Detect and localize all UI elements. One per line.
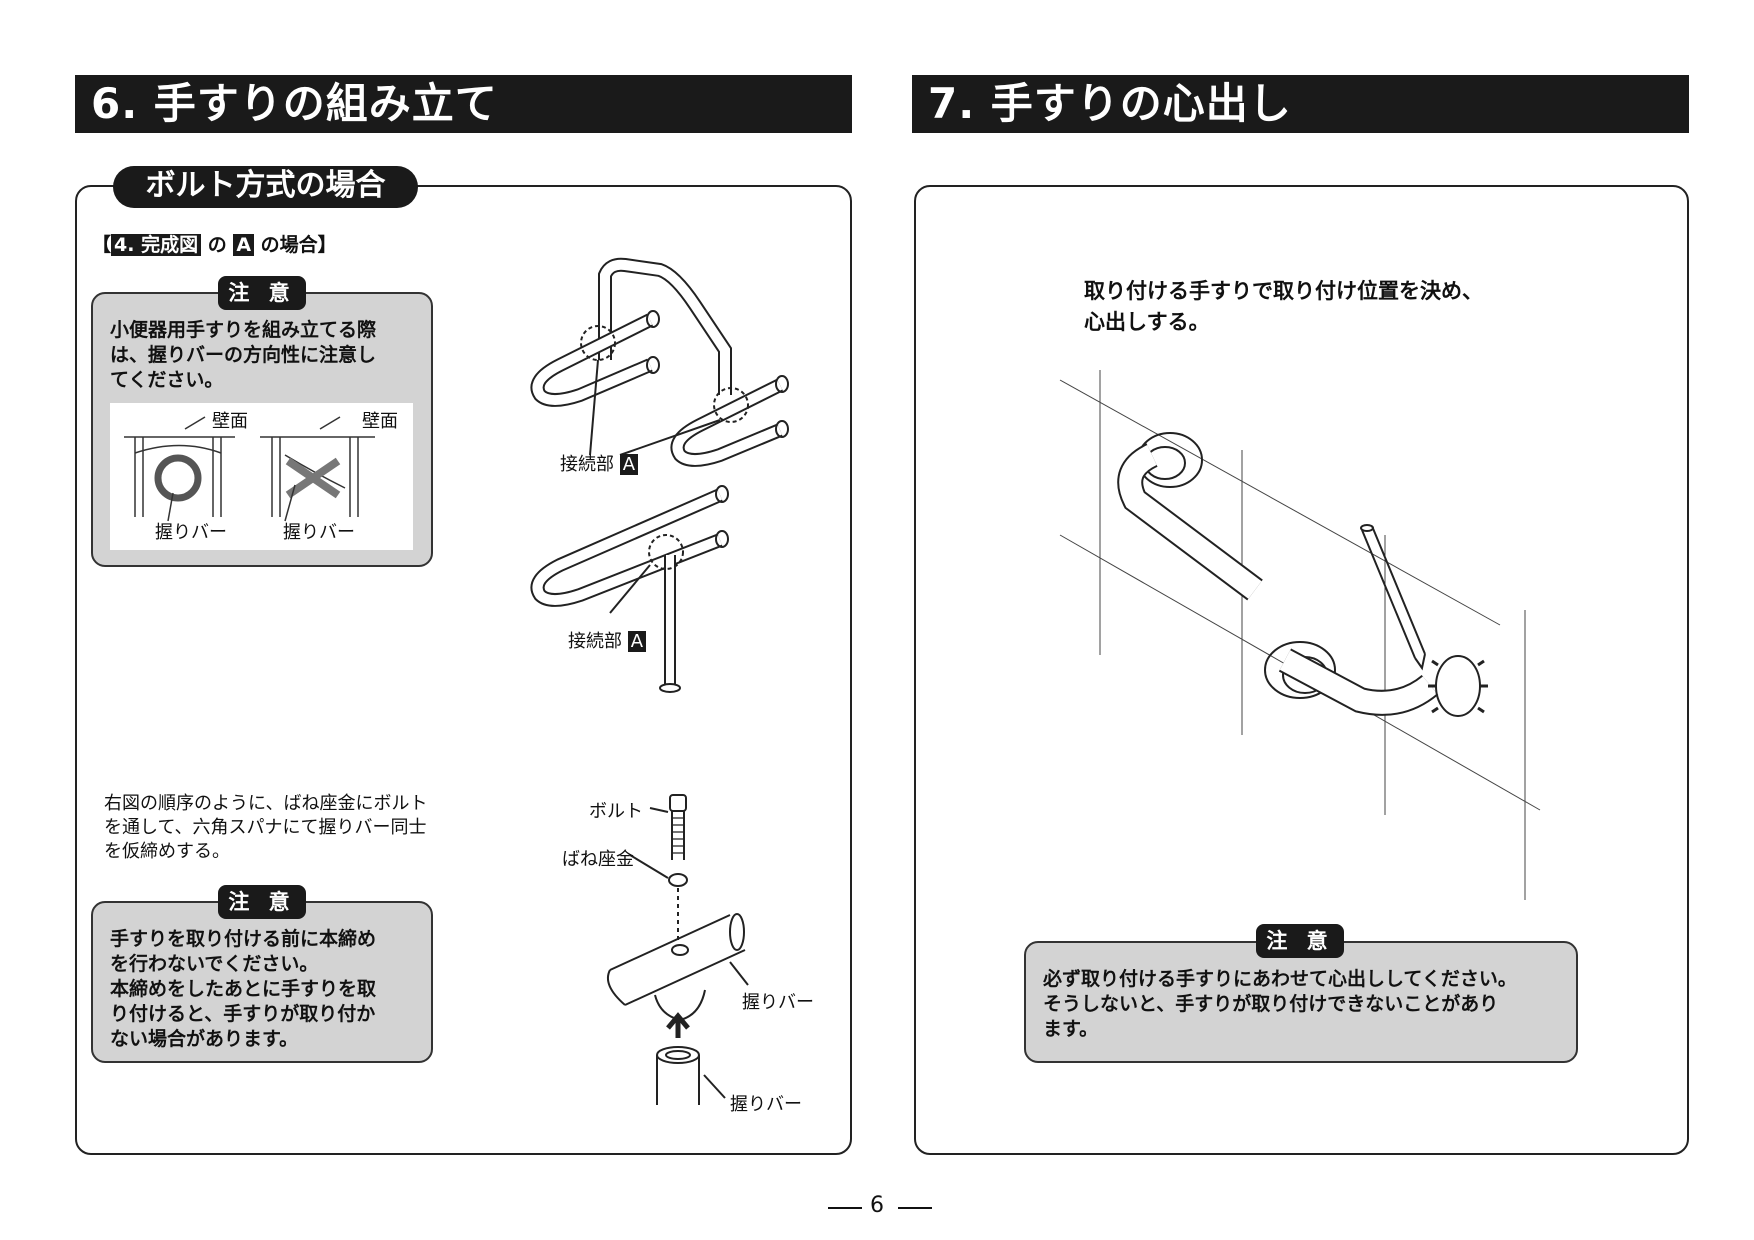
bolt-method-subtitle: ボルト方式の場合 (113, 166, 418, 208)
section-7-panel (914, 185, 1689, 1155)
section-6-panel (75, 185, 852, 1155)
centering-instruction: 取り付ける手すりで取り付け位置を決め、 心出しする。 (1084, 276, 1483, 338)
notice-1-line: 小便器用手すりを組み立てる際 (110, 319, 377, 341)
notice-3-line: ます。 (1043, 1018, 1099, 1040)
joint-mark-2: A (627, 631, 647, 652)
reference-line: 【4. 完成図 の A の場合】 (92, 230, 337, 257)
instruction-line: 右図の順序のように、ばね座金にボルト (104, 793, 428, 814)
wall-label-left: 壁面 (212, 411, 248, 432)
wall-centering-illustration (1059, 370, 1541, 900)
instruction-line: を仮締めする。 (104, 841, 230, 862)
notice-badge-2: 注 意 (218, 885, 306, 919)
notice-badge-1: 注 意 (218, 276, 306, 310)
section-7-title: 7. 手すりの心出し (912, 75, 1689, 133)
notice-1-line: は、握りバーの方向性に注意し (110, 344, 377, 366)
instruction-line: を通して、六角スパナにて握りバー同士 (104, 817, 427, 838)
notice-2-line: ない場合があります。 (110, 1028, 299, 1050)
notice-box-tightening (91, 901, 433, 1063)
notice-badge-3: 注 意 (1256, 924, 1344, 958)
bolt-assembly-illustration (606, 794, 749, 1105)
ref-box-a: A (233, 234, 255, 256)
joint-label-2-text: 接続部 (568, 631, 622, 652)
notice-2-text: 手すりを取り付ける前に本締め を行わないでください。 本締めをしたあとに手すりを… (110, 927, 376, 1052)
notice-2-line: り付けると、手すりが取り付か (110, 1003, 376, 1025)
notice-2-line: 本締めをしたあとに手すりを取 (110, 978, 377, 1000)
page-number-rule-right (898, 1207, 932, 1209)
page-number: 6 (870, 1193, 884, 1218)
wall-label-right: 壁面 (362, 411, 398, 432)
ref-suffix: の場合】 (254, 234, 337, 256)
notice-3-line: そうしないと、手すりが取り付けできないことがあり (1043, 993, 1499, 1015)
grip-label-right: 握りバー (283, 522, 355, 543)
grip-bar-label-lower: 握りバー (730, 1094, 802, 1115)
orientation-figure (124, 416, 375, 522)
notice-1-text: 小便器用手すりを組み立てる際 は、握りバーの方向性に注意し てください。 (110, 318, 376, 393)
notice-3-line: 必ず取り付ける手すりにあわせて心出ししてください。 (1043, 968, 1517, 990)
notice-2-line: を行わないでください。 (110, 953, 319, 975)
notice-2-line: 手すりを取り付ける前に本締め (110, 928, 377, 950)
ref-prefix: 【 (92, 234, 112, 256)
grip-label-left: 握りバー (155, 522, 227, 543)
washer-label: ばね座金 (562, 849, 634, 870)
joint-label-1: 接続部 A (560, 450, 639, 476)
ref-mid: の (201, 234, 234, 256)
page-number-rule-left (828, 1207, 862, 1209)
joint-label-2: 接続部 A (568, 627, 647, 653)
centering-line: 取り付ける手すりで取り付け位置を決め、 (1084, 279, 1483, 303)
joint-label-1-text: 接続部 (560, 454, 614, 475)
notice-3-text: 必ず取り付ける手すりにあわせて心出ししてください。 そうしないと、手すりが取り付… (1043, 967, 1517, 1042)
ref-box-completion: 4. 完成図 (111, 234, 202, 256)
bolt-label: ボルト (589, 801, 643, 822)
section-6-title: 6. 手すりの組み立て (75, 75, 852, 133)
notice-1-line: てください。 (110, 369, 224, 391)
joint-mark-1: A (619, 454, 639, 475)
centering-line: 心出しする。 (1084, 310, 1210, 334)
handrail-assembly-illustration (530, 257, 789, 693)
grip-bar-label-upper: 握りバー (742, 992, 814, 1013)
assembly-instruction: 右図の順序のように、ばね座金にボルト を通して、六角スパナにて握りバー同士 を仮… (104, 792, 427, 864)
